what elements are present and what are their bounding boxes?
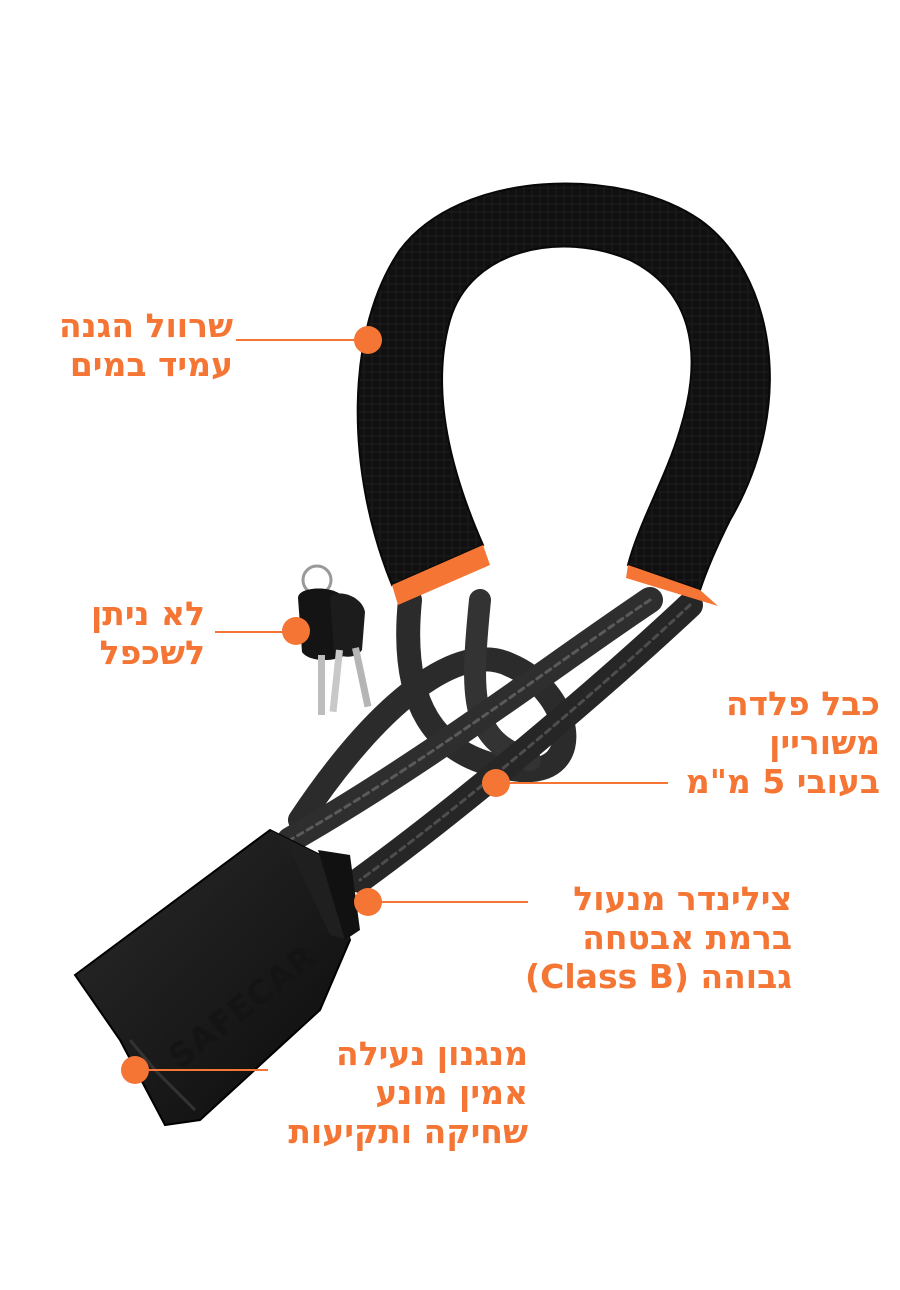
callout-dot-icon [482,769,510,797]
callout-dot-icon [354,888,382,916]
callout-lock-cylinder: צילינדר מנעול ברמת אבטחה גבוהה (Class B) [525,879,792,996]
callout-line: אמין מונע [375,1073,528,1112]
protective-sleeve [356,182,771,606]
callout-line: לא ניתן [90,594,205,633]
callout-line: שחיקה ותקיעות [288,1112,528,1151]
sleeve-orange-band-right [626,565,718,606]
callout-line: צילינדר מנעול [573,879,792,918]
callout-dot-icon [354,326,382,354]
callout-line: גבוהה (Class B) [525,957,792,996]
steel-cable [277,587,703,893]
callout-dot-icon [121,1056,149,1084]
callout-keys: לא ניתן לשכפל [91,594,205,672]
callout-line: משוריין [769,723,880,762]
callout-dot-icon [282,617,310,645]
callout-line: שרוול הגנה [58,306,233,345]
lock-body: SAFECAR [73,828,360,1127]
key-icon [298,564,372,715]
sleeve-orange-band-left [392,545,490,605]
callout-connectors [135,339,668,1071]
callout-locking-mechanism: מנגנון נעילה אמין מונע שחיקה ותקיעות [288,1034,528,1151]
callout-line: בעובי 5 מ"מ [685,762,880,801]
callout-protective-sleeve: שרוול הגנה עמיד במים [59,306,233,384]
callout-line: לשכפל [99,633,205,672]
callout-line: ברמת אבטחה [582,918,792,957]
callout-line: מנגנון נעילה [336,1034,528,1073]
callout-line: עמיד במים [69,345,233,384]
callout-steel-cable: כבל פלדה משוריין בעובי 5 מ"מ [686,684,880,801]
callout-line: כבל פלדה [725,684,880,723]
